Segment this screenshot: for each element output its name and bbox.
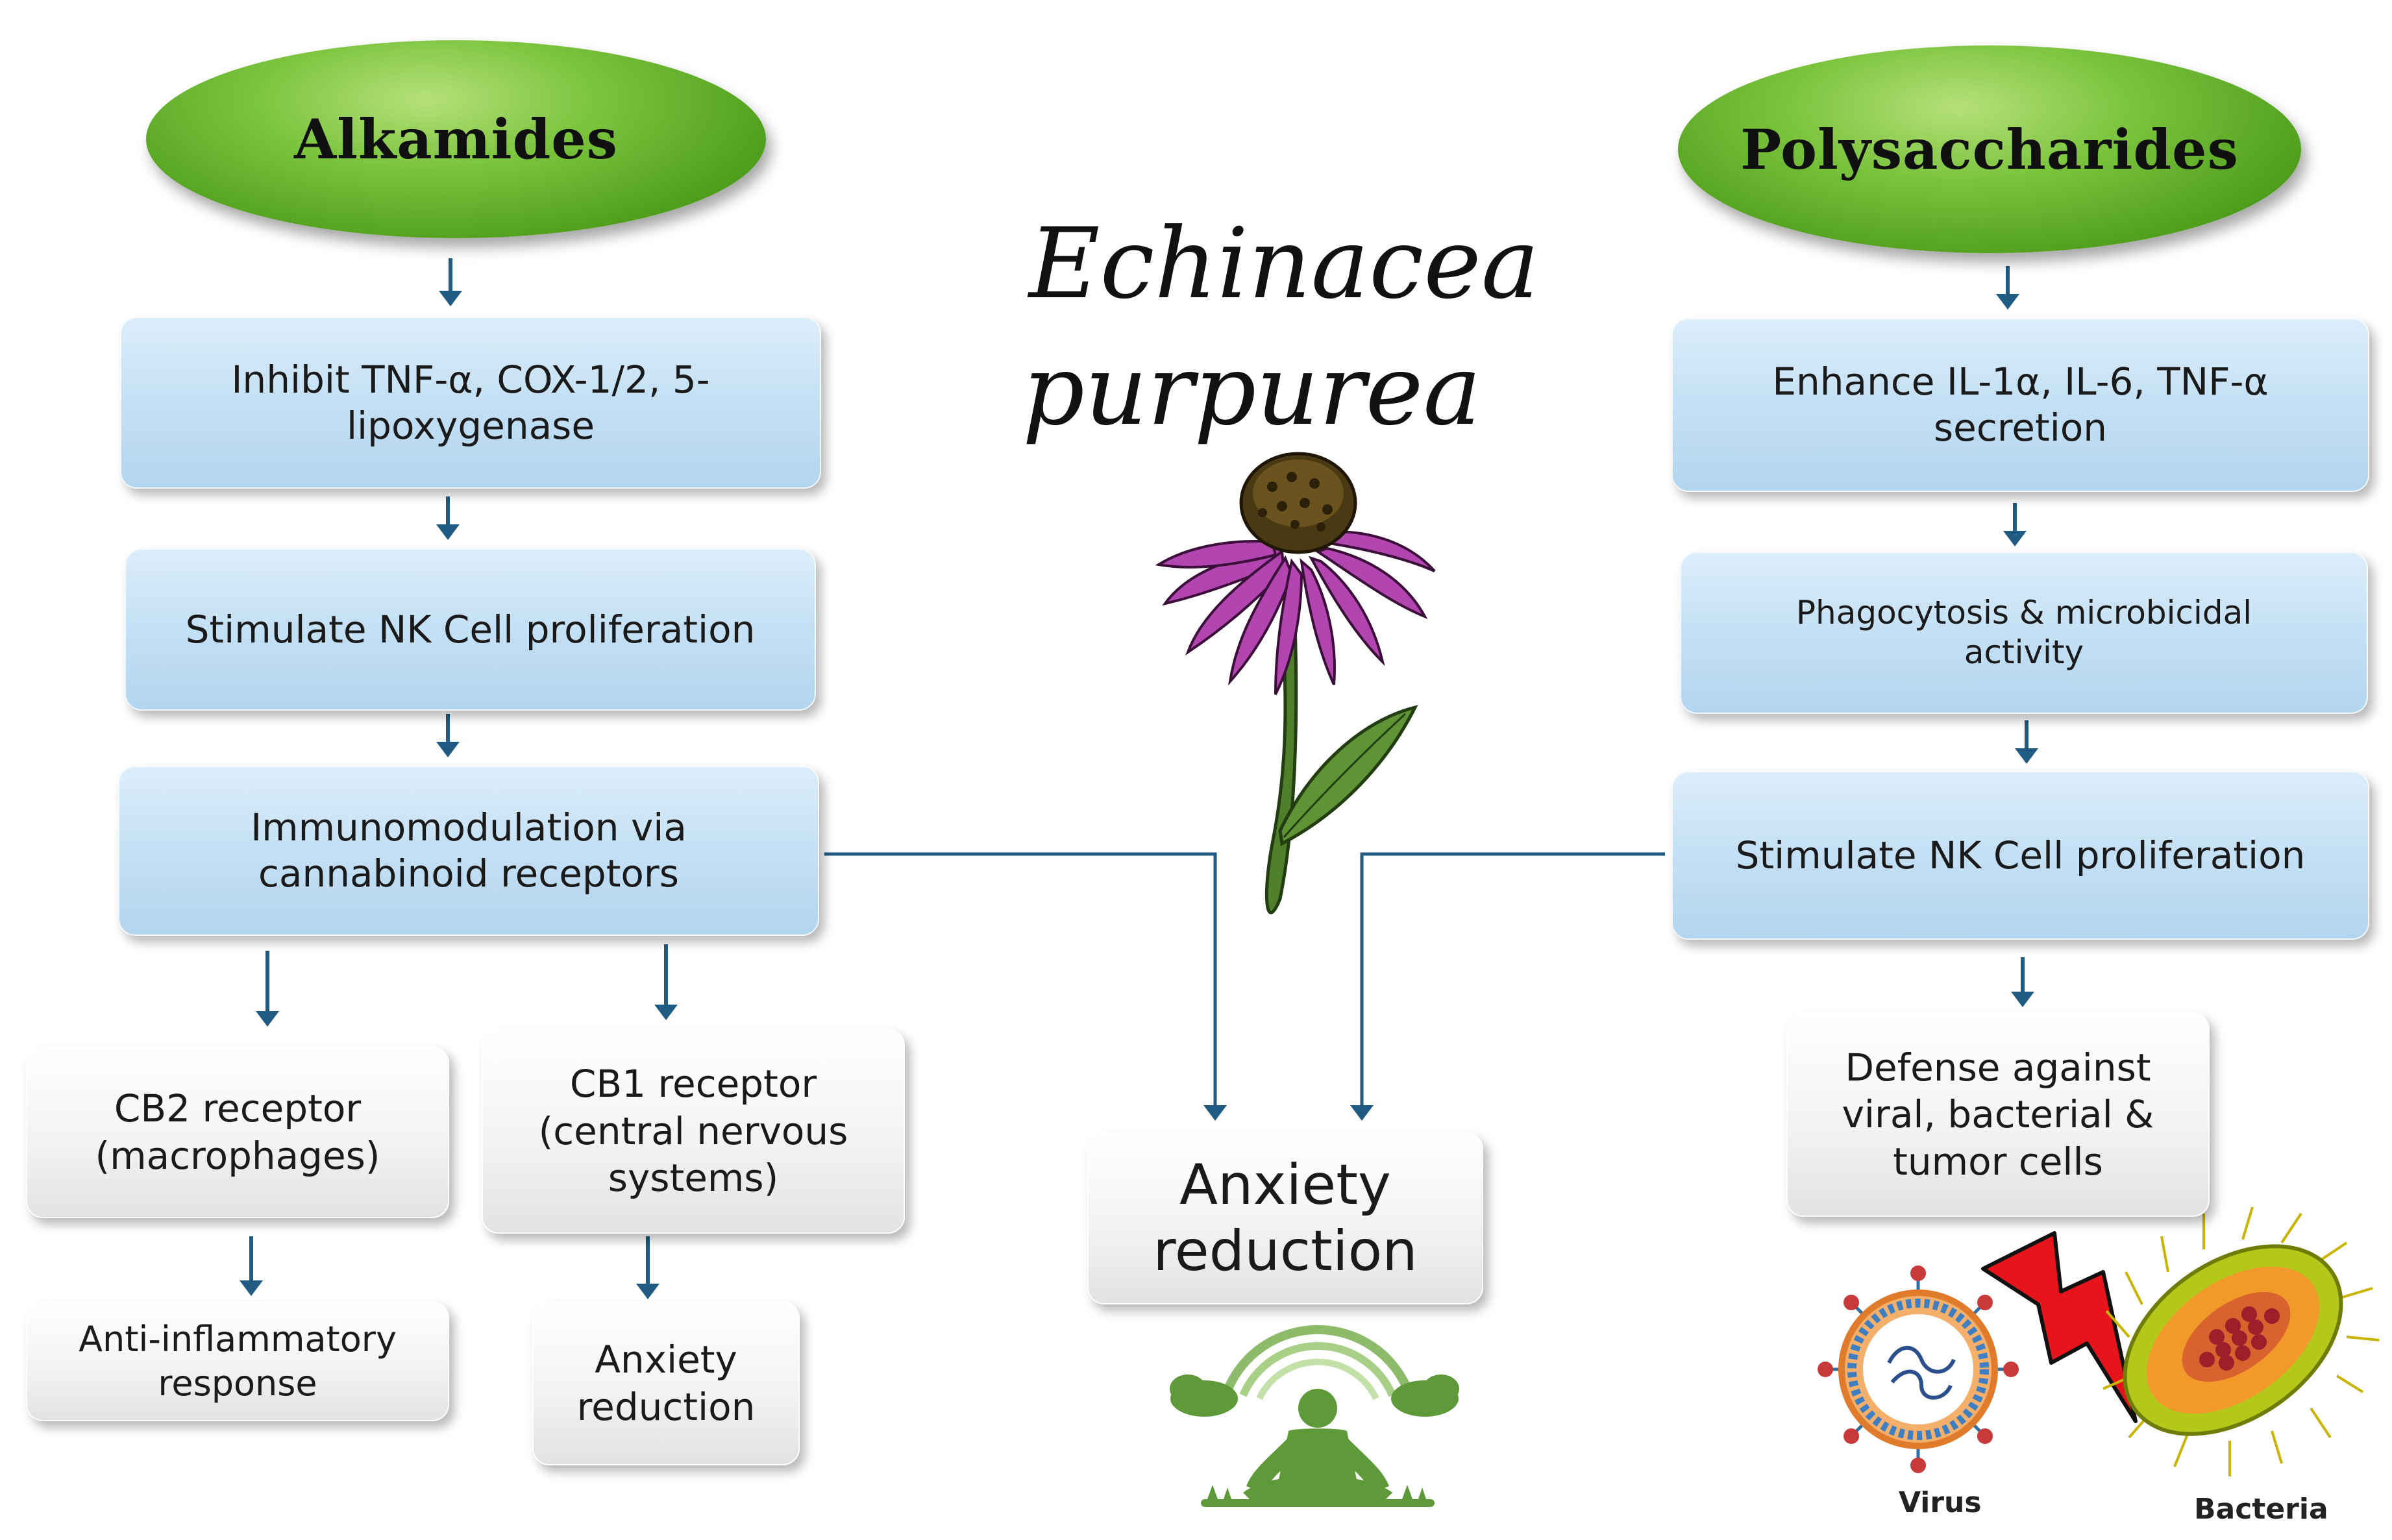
left-step1-text: Inhibit TNF-α, COX-1/2, 5-lipoxygenase xyxy=(231,357,710,448)
center-anxiety-box: Anxiety reduction xyxy=(1087,1132,1483,1304)
left-step3-text: Immunomodulation via cannabinoid recepto… xyxy=(251,805,687,896)
right-step2-box: Phagocytosis & microbicidal activity xyxy=(1680,552,2368,714)
alkamides-label: Alkamides xyxy=(294,107,618,171)
left-step1-box: Inhibit TNF-α, COX-1/2, 5-lipoxygenase xyxy=(120,317,821,489)
arrowhead xyxy=(439,291,462,306)
bacteria-label: Bacteria xyxy=(2194,1493,2328,1526)
defense-box: Defense against viral, bacterial & tumor… xyxy=(1786,1012,2210,1217)
bacteria-icon xyxy=(2102,1206,2380,1476)
right-step1-box: Enhance IL-1α, IL-6, TNF-α secretion xyxy=(1671,318,2369,492)
right-step2-text: Phagocytosis & microbicidal activity xyxy=(1795,594,2252,671)
meditation-icon xyxy=(1170,1325,1459,1507)
right-step3-text: Stimulate NK Cell proliferation xyxy=(1735,833,2306,877)
species-title-line1: Echinacea xyxy=(1029,208,1540,321)
right-step1-text: Enhance IL-1α, IL-6, TNF-α secretion xyxy=(1772,360,2269,450)
anti-inflammatory-text: Anti-inflammatory response xyxy=(79,1319,397,1404)
left-step2-text: Stimulate NK Cell proliferation xyxy=(185,607,756,652)
left-anxiety-box: Anxiety reduction xyxy=(532,1301,800,1465)
lightning-icon xyxy=(1981,1231,2138,1423)
defense-text: Defense against viral, bacterial & tumor… xyxy=(1842,1045,2154,1184)
left-step2-box: Stimulate NK Cell proliferation xyxy=(125,548,816,711)
polysaccharides-label: Polysaccharides xyxy=(1740,117,2239,182)
cb1-receptor-box: CB1 receptor (central nervous systems) xyxy=(482,1029,905,1234)
left-step3-box: Immunomodulation via cannabinoid recepto… xyxy=(118,766,819,936)
connector-right-to-anxiety xyxy=(1360,852,1665,1110)
connector-left-to-anxiety xyxy=(824,852,1217,1110)
virus-label: Virus xyxy=(1899,1486,1982,1519)
anti-inflammatory-box: Anti-inflammatory response xyxy=(26,1301,449,1421)
virus-icon xyxy=(1818,1265,2019,1473)
alkamides-header: Alkamides xyxy=(146,40,766,238)
cb2-receptor-box: CB2 receptor (macrophages) xyxy=(26,1046,449,1218)
cb1-receptor-text: CB1 receptor (central nervous systems) xyxy=(538,1062,848,1201)
cb2-receptor-text: CB2 receptor (macrophages) xyxy=(95,1086,380,1178)
polysaccharides-header: Polysaccharides xyxy=(1678,45,2301,253)
left-anxiety-text: Anxiety reduction xyxy=(576,1338,756,1429)
echinacea-flower-icon xyxy=(1155,452,1436,914)
species-title-line2: purpurea xyxy=(1022,334,1481,447)
right-step3-box: Stimulate NK Cell proliferation xyxy=(1671,771,2369,940)
center-anxiety-text: Anxiety reduction xyxy=(1153,1153,1418,1284)
